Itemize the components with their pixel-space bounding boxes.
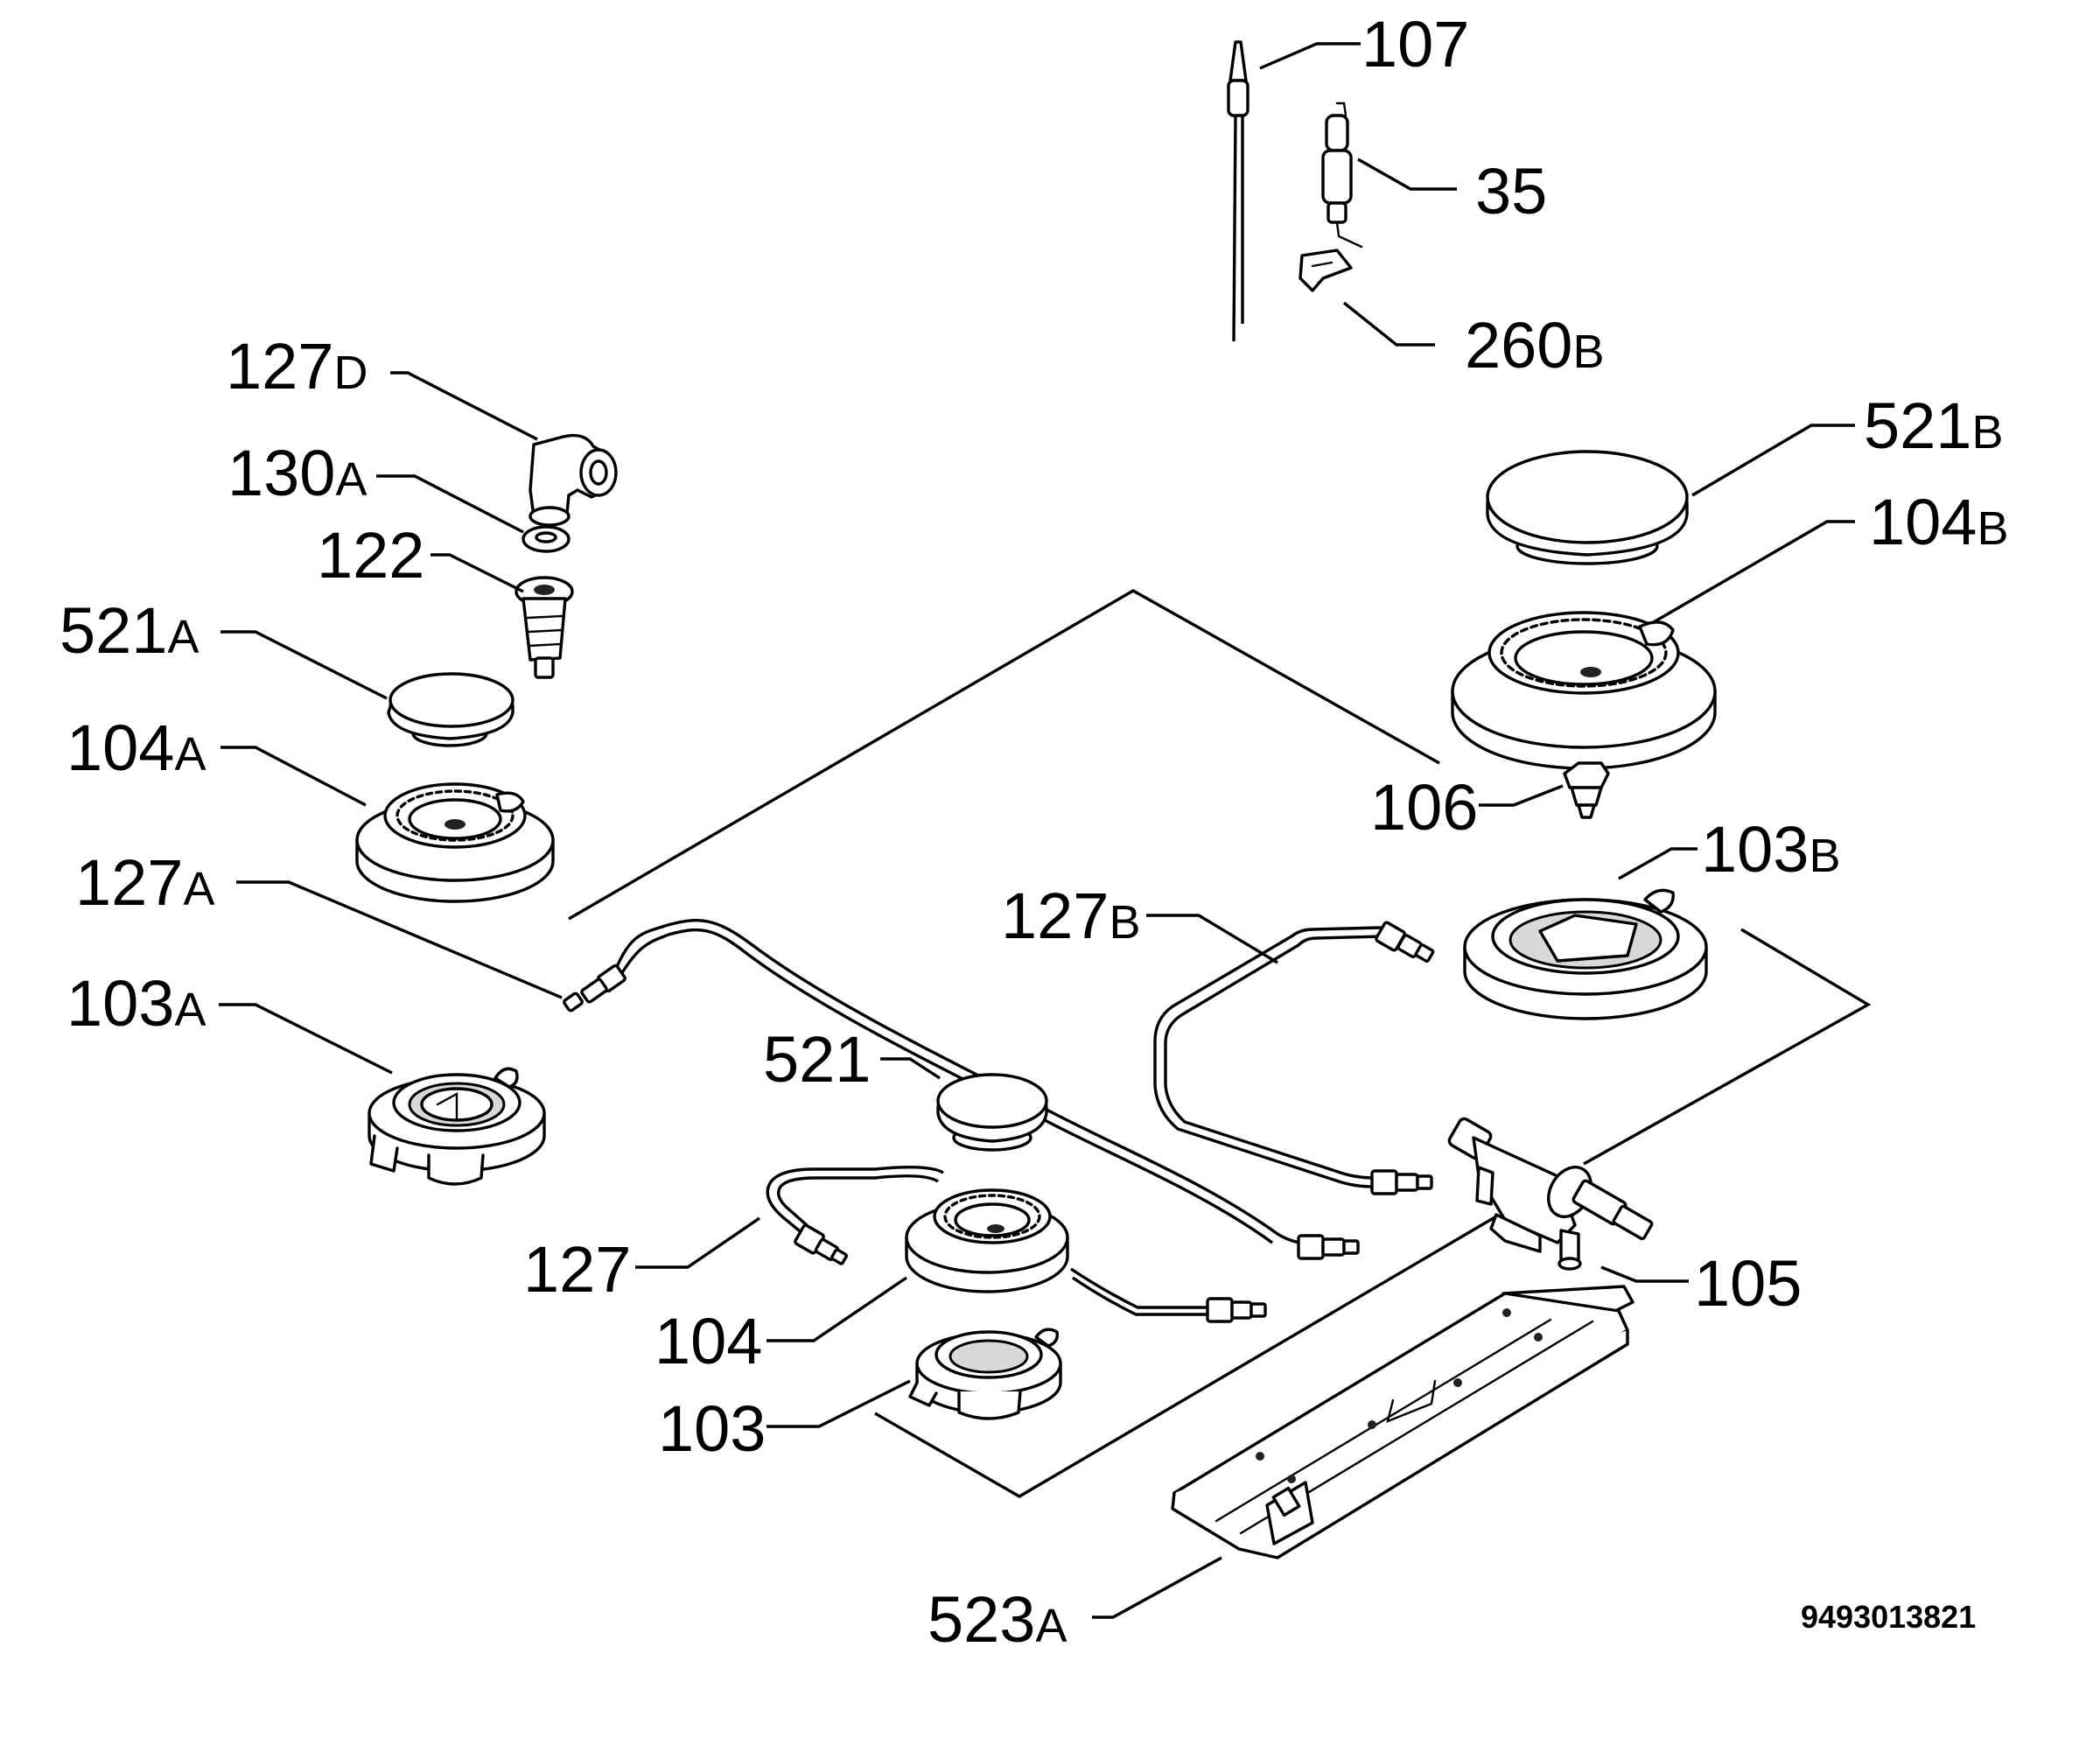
label-127b: 127B	[1001, 880, 1141, 952]
label-523a: 523A	[928, 1583, 1068, 1656]
label-103a: 103A	[66, 967, 206, 1040]
label-122: 122	[317, 519, 424, 592]
label-521b: 521B	[1864, 389, 2004, 462]
part-521a-cap	[387, 672, 514, 747]
part-122-injector	[514, 576, 574, 679]
label-521: 521	[763, 1023, 871, 1096]
label-103: 103	[658, 1392, 766, 1465]
part-103a-burner-base	[368, 1067, 546, 1186]
label-127: 127	[523, 1233, 631, 1306]
label-106: 106	[1370, 771, 1478, 844]
drawing-code: 9493013821	[1801, 1599, 1976, 1635]
label-521a: 521A	[60, 594, 200, 667]
part-104-burner-head	[905, 1188, 1069, 1293]
part-103-burner-base	[908, 1328, 1062, 1420]
part-35-electrode	[1321, 102, 1363, 249]
label-104a: 104A	[66, 711, 206, 784]
part-labels: 107 35 260B 127D 130A 122 521A 104A 127A…	[60, 8, 2009, 1656]
label-104: 104	[654, 1305, 762, 1377]
part-127b-gas-pipe	[1153, 921, 1435, 1195]
part-103b-burner-base	[1463, 888, 1708, 1020]
part-523a-rail	[1171, 1285, 1634, 1559]
part-106-injector	[1563, 761, 1610, 819]
label-35: 35	[1475, 155, 1547, 228]
label-127a: 127A	[75, 846, 215, 919]
hob-outline	[568, 589, 1872, 1498]
label-105: 105	[1694, 1247, 1802, 1320]
label-260b: 260B	[1465, 309, 1605, 382]
part-127-gas-pipe	[766, 1166, 1267, 1323]
label-130a: 130A	[228, 437, 368, 509]
part-260b-clip	[1298, 249, 1353, 292]
part-521b-cap	[1486, 450, 1689, 565]
part-107-thermocouple	[1227, 40, 1250, 342]
part-127a-gas-pipe	[563, 919, 1360, 1260]
part-104b-burner-head	[1451, 611, 1717, 770]
label-104b: 104B	[1869, 486, 2009, 558]
part-127d-elbow	[528, 433, 618, 527]
leader-lines	[219, 42, 1855, 1619]
part-130a-washer	[522, 525, 570, 553]
label-127d: 127D	[226, 330, 368, 403]
part-104a-burner-head	[355, 782, 555, 903]
label-103b: 103B	[1701, 813, 1841, 886]
part-105-gas-valve	[1447, 1117, 1654, 1271]
part-521-cap	[936, 1073, 1048, 1152]
label-107: 107	[1362, 8, 1469, 81]
